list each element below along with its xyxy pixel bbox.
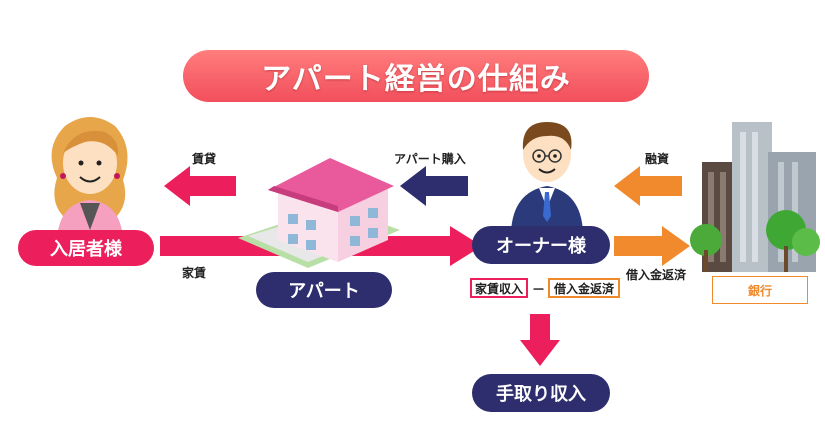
net-income-arrow xyxy=(520,314,560,366)
owner-node: オーナー様 xyxy=(472,226,610,264)
lease-label: 賃貸 xyxy=(192,152,217,166)
purchase-label: アパート購入 xyxy=(394,152,466,166)
formula-rent-income: 家賃収入 xyxy=(470,278,528,298)
repayment-label: 借入金返済 xyxy=(626,268,687,282)
lease-arrow xyxy=(164,166,236,206)
financing-label: 融資 xyxy=(645,152,670,166)
owner-man-icon xyxy=(511,122,583,232)
formula-minus: － xyxy=(532,283,546,298)
tenant-node: 入居者様 xyxy=(18,230,154,266)
diagram-title: アパート経営の仕組み xyxy=(183,50,649,102)
bank-buildings-icon xyxy=(690,122,820,272)
purchase-arrow xyxy=(400,166,468,206)
formula-repayment: 借入金返済 xyxy=(548,278,620,298)
apartment-building-icon xyxy=(238,158,400,268)
repayment-arrow xyxy=(614,226,690,266)
tenant-woman-icon xyxy=(51,117,128,238)
apartment-node: アパート xyxy=(256,272,392,308)
financing-arrow xyxy=(614,166,682,206)
rent-label: 家賃 xyxy=(182,266,207,280)
net-income-node: 手取り収入 xyxy=(472,374,610,412)
bank-node: 銀行 xyxy=(712,276,808,304)
